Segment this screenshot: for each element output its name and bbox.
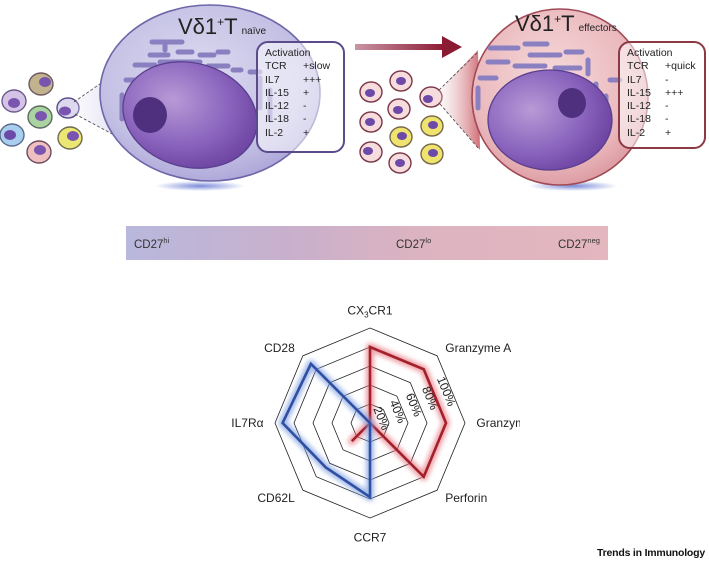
small-cell-icon [420, 115, 444, 137]
stimulus-label: IL-2 [627, 126, 646, 139]
response-value: - [303, 100, 307, 113]
response-value: +slow [303, 60, 331, 73]
response-value: - [665, 73, 669, 86]
response-value: +++ [303, 73, 322, 86]
response-value: +quick [665, 60, 696, 73]
small-cell-icon [359, 111, 383, 133]
activation-row: IL-2 + [627, 127, 697, 140]
cd27-hi-label: CD27hi [134, 236, 170, 251]
activation-header: Activation [627, 47, 673, 59]
stimulus-label: TCR [265, 60, 287, 73]
cd27-lo-label: CD27lo [396, 236, 432, 251]
stimulus-label: IL-18 [627, 113, 651, 126]
response-value: + [665, 126, 672, 139]
response-value: - [303, 113, 307, 126]
activation-row: IL-18 - [627, 113, 697, 126]
zoom-cone [439, 50, 480, 150]
effector-cell-population [359, 70, 444, 174]
axis-label: Granzyme A [445, 341, 511, 355]
cd27-neg-label: CD27neg [558, 236, 600, 251]
axis-label: Perforin [445, 491, 487, 505]
small-cell-icon [388, 152, 412, 174]
axis-label: IL7Rα [231, 416, 263, 430]
highlighted-cell-icon [56, 97, 80, 119]
activation-row: IL-15 +++ [627, 87, 697, 100]
small-cell-icon [420, 143, 444, 165]
response-value: +++ [665, 86, 684, 99]
stimulus-label: IL-12 [627, 100, 651, 113]
activation-row: IL7 +++ [265, 74, 336, 87]
activation-row: IL-15 + [265, 87, 336, 100]
small-cell-icon [389, 70, 413, 92]
effector-cell-large [471, 8, 649, 186]
response-value: - [665, 100, 669, 113]
activation-row: IL-18 - [265, 113, 336, 126]
activation-row: TCR +quick [627, 60, 697, 73]
axis-label: CD28 [264, 341, 295, 355]
stimulus-label: IL-2 [265, 126, 284, 139]
activation-row: IL7 - [627, 74, 697, 87]
small-cell-icon [359, 141, 383, 163]
response-value: + [303, 86, 310, 99]
response-value: - [665, 113, 669, 126]
axis-label: CCR7 [354, 530, 387, 544]
axis-label: Granzyme B [476, 416, 520, 430]
small-cell-icon [57, 126, 83, 150]
activation-row: IL-12 - [627, 100, 697, 113]
stimulus-label: IL-15 [265, 86, 289, 99]
series-line-naive [281, 361, 372, 500]
stimulus-label: IL-18 [265, 113, 289, 126]
small-cell-icon [0, 123, 25, 147]
small-cell-icon [359, 81, 383, 103]
transition-arrow [355, 36, 462, 58]
small-cell-icon [26, 140, 52, 164]
activation-header: Activation [265, 47, 311, 59]
stimulus-label: IL7 [265, 73, 280, 86]
small-cell-icon [27, 105, 53, 129]
journal-watermark: Trends in Immunology [596, 547, 705, 559]
cd27-gradient-bar: CD27hi CD27lo CD27neg [126, 226, 608, 260]
naive-cell-population [0, 72, 83, 164]
highlighted-cell-icon [419, 86, 443, 108]
response-value: + [303, 126, 310, 139]
stimulus-label: IL-12 [265, 100, 289, 113]
small-cell-icon [389, 126, 413, 148]
activation-row: IL-12 - [265, 100, 336, 113]
small-cell-icon [28, 72, 54, 96]
stimulus-label: IL-15 [627, 86, 651, 99]
activation-row: TCR +slow [265, 60, 336, 73]
stimulus-label: TCR [627, 60, 649, 73]
small-cell-icon [387, 98, 411, 120]
axis-label: CX3CR1 [347, 304, 392, 320]
activation-row: IL-2 + [265, 127, 336, 140]
small-cell-icon [1, 89, 27, 113]
axis-label: CD62L [257, 491, 295, 505]
grid-ring [274, 327, 466, 519]
stimulus-label: IL7 [627, 73, 642, 86]
